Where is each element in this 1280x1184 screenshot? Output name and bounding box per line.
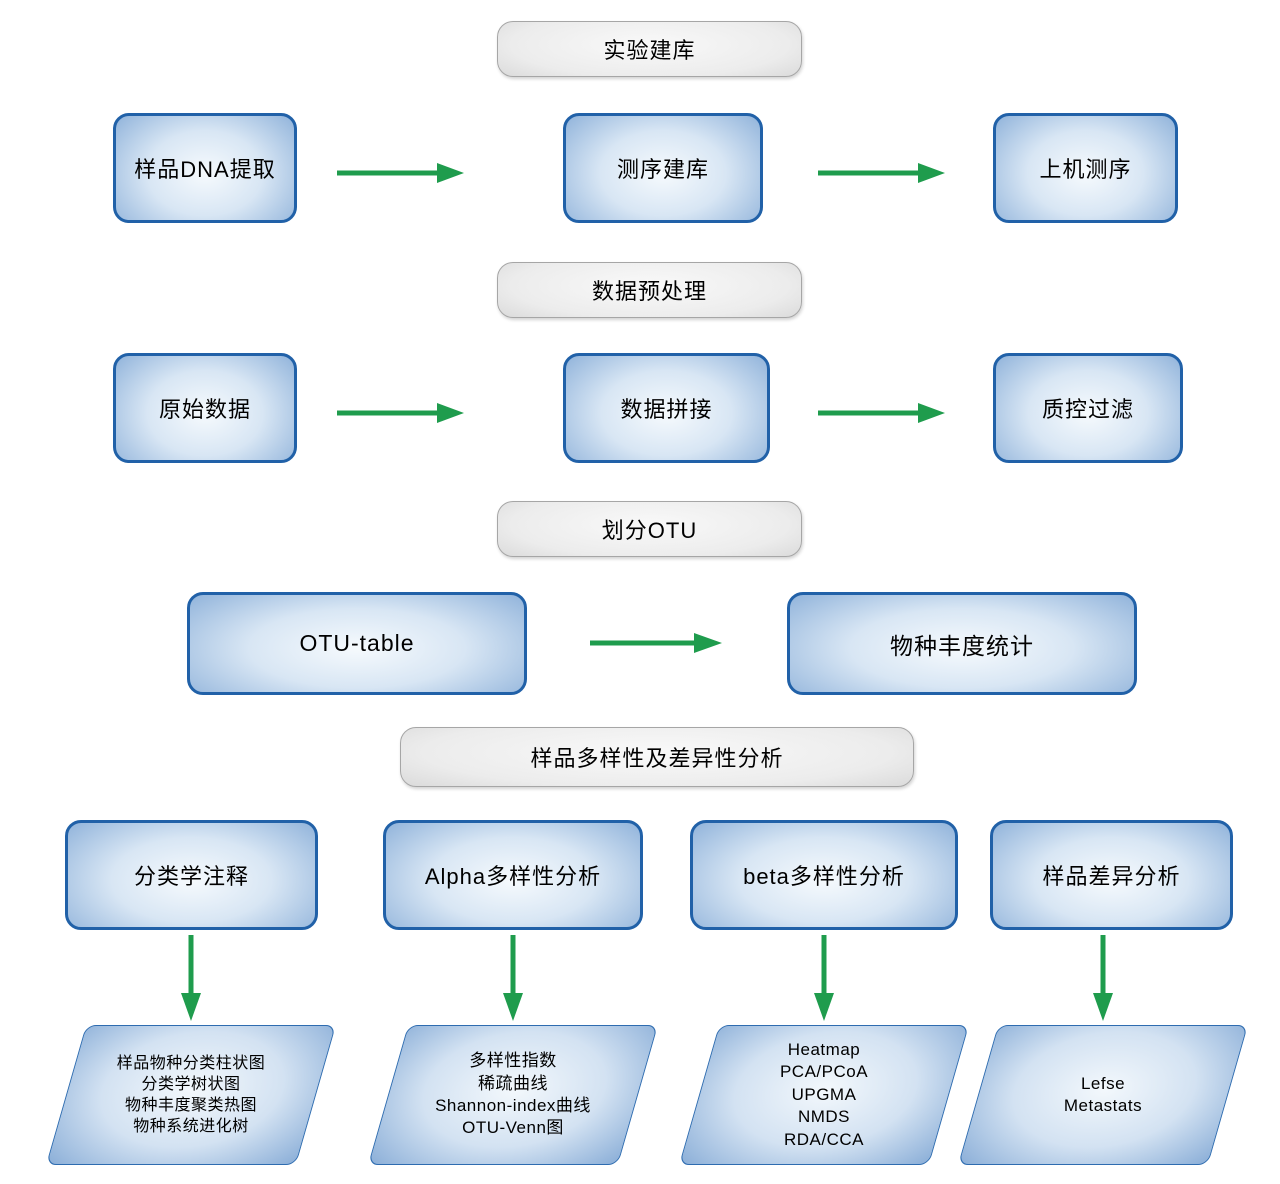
node-taxonomic-annotation: 分类学注释 [65, 820, 318, 930]
node-on-machine-sequencing: 上机测序 [993, 113, 1178, 223]
output-taxonomy-plots: 样品物种分类柱状图 分类学树状图 物种丰度聚类热图 物种系统进化树 [45, 1025, 337, 1165]
stage-header-label: 划分OTU [601, 518, 698, 543]
node-label: 上机测序 [1039, 157, 1132, 182]
node-sample-difference: 样品差异分析 [990, 820, 1233, 930]
node-alpha-diversity: Alpha多样性分析 [383, 820, 643, 930]
arrow-right-icon [337, 163, 464, 183]
node-label: beta多样性分析 [743, 864, 905, 889]
node-species-abundance-stats: 物种丰度统计 [787, 592, 1137, 695]
arrow-down-icon [503, 935, 523, 1021]
node-label: 物种丰度统计 [890, 632, 1034, 659]
arrow-down-icon [1093, 935, 1113, 1021]
output-list: 多样性指数 稀疏曲线 Shannon-index曲线 OTU-Venn图 [435, 1051, 591, 1138]
node-data-merging: 数据拼接 [563, 353, 770, 463]
arrow-right-icon [590, 633, 722, 653]
node-raw-data: 原始数据 [113, 353, 297, 463]
output-list: Lefse Metastats [1063, 1073, 1143, 1115]
node-label: 样品差异分析 [1042, 864, 1181, 889]
stage-header-label: 样品多样性及差异性分析 [530, 746, 784, 771]
node-sample-dna-extraction: 样品DNA提取 [113, 113, 297, 223]
arrow-down-icon [181, 935, 201, 1021]
stage-header-label: 数据预处理 [591, 279, 707, 304]
arrow-right-icon [337, 403, 464, 423]
node-sequencing-library: 测序建库 [563, 113, 763, 223]
stage-header-diversity-analysis: 样品多样性及差异性分析 [400, 727, 914, 787]
output-list: Heatmap PCA/PCoA UPGMA NMDS RDA/CCA [779, 1039, 869, 1149]
node-beta-diversity: beta多样性分析 [690, 820, 958, 930]
node-label: OTU-table [299, 630, 415, 656]
stage-header-label: 实验建库 [603, 38, 696, 63]
output-difference-methods: Lefse Metastats [957, 1025, 1249, 1165]
output-beta-plots: Heatmap PCA/PCoA UPGMA NMDS RDA/CCA [678, 1025, 970, 1165]
stage-header-library-construction: 实验建库 [497, 21, 802, 77]
node-label: 质控过滤 [1041, 397, 1134, 422]
arrow-right-icon [818, 163, 945, 183]
node-otu-table: OTU-table [187, 592, 527, 695]
node-label: Alpha多样性分析 [424, 864, 602, 889]
arrow-right-icon [818, 403, 945, 423]
stage-header-data-preprocessing: 数据预处理 [497, 262, 802, 318]
node-label: 样品DNA提取 [134, 157, 276, 182]
arrow-down-icon [814, 935, 834, 1021]
node-label: 测序建库 [616, 157, 709, 182]
node-label: 原始数据 [158, 397, 251, 422]
output-alpha-plots: 多样性指数 稀疏曲线 Shannon-index曲线 OTU-Venn图 [367, 1025, 659, 1165]
node-label: 分类学注释 [133, 864, 249, 889]
stage-header-otu-clustering: 划分OTU [497, 501, 802, 557]
node-label: 数据拼接 [620, 397, 713, 422]
node-qc-filtering: 质控过滤 [993, 353, 1183, 463]
output-list: 样品物种分类柱状图 分类学树状图 物种丰度聚类热图 物种系统进化树 [116, 1054, 266, 1136]
